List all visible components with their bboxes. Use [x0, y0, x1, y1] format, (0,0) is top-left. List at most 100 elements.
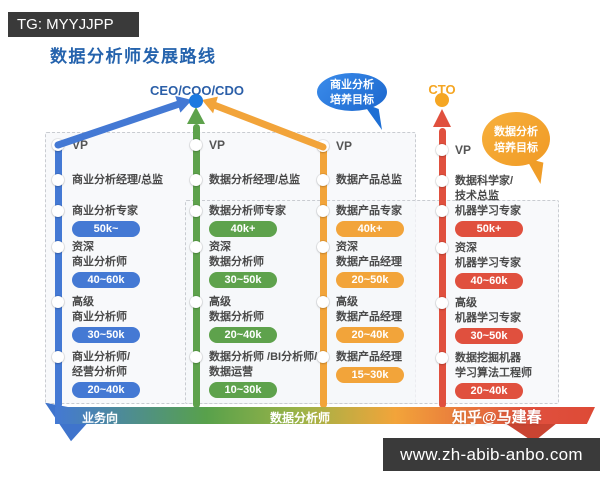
bubble-business-line2: 培养目标: [330, 94, 374, 106]
career-step-label: VP: [72, 138, 89, 152]
tg-handle-bar: TG: MYYJJPP: [8, 12, 139, 37]
career-step: VP: [209, 138, 225, 153]
step-node: [436, 297, 448, 309]
step-node: [190, 174, 202, 186]
career-step: 数据产品总监: [336, 173, 402, 188]
step-node: [52, 139, 64, 151]
step-node: [436, 175, 448, 187]
career-step-label: 商业分析经理/总监: [72, 174, 164, 186]
career-step: 数据分析师专家 40k+: [209, 204, 286, 237]
career-step-label: 资深: [209, 241, 231, 253]
bubble-data-line1: 数据分析: [494, 126, 538, 138]
career-step-label: 数据运营: [209, 366, 253, 378]
salary-badge: 30~50k: [455, 328, 523, 344]
career-step-label: 数据产品总监: [336, 174, 402, 186]
step-node: [52, 241, 64, 253]
arrowhead-ml-icon: [433, 109, 451, 127]
career-step-label: 商业分析师/: [72, 351, 131, 363]
career-step-label: VP: [455, 143, 472, 157]
career-step-label: 技术总监: [455, 190, 499, 202]
track-line-business-analysis: [54, 145, 62, 408]
page-title: 数据分析师发展路线: [50, 47, 217, 66]
ribbon-label-business: 业务向: [82, 411, 119, 425]
career-step-label: 数据分析师专家: [209, 205, 286, 217]
salary-badge: 20~40k: [72, 382, 140, 398]
salary-badge: 20~40k: [209, 327, 277, 343]
salary-badge: 20~50k: [336, 272, 404, 288]
step-node: [436, 205, 448, 217]
career-step: 数据挖掘机器学习算法工程师 20~40k: [455, 351, 532, 399]
cto-label: CTO: [428, 82, 456, 97]
career-step: VP: [336, 139, 352, 154]
salary-badge: 15~30k: [336, 367, 404, 383]
footer-url-label: www.zh-abib-anbo.com: [400, 445, 583, 464]
ceo-coo-cdo-label: CEO/COO/CDO: [150, 83, 244, 98]
salary-badge: 20~40k: [455, 383, 523, 399]
ribbon-label-data-analyst: 数据分析师: [270, 411, 331, 425]
author-watermark: 知乎@马建春: [452, 409, 542, 426]
step-node: [52, 351, 64, 363]
salary-badge: 30~50k: [72, 327, 140, 343]
bubble-business-analysis-goal: 商业分析 培养目标: [317, 73, 387, 111]
bubble-data-line2: 培养目标: [494, 142, 538, 154]
career-step-label: VP: [336, 139, 353, 153]
career-step: 数据科学家/技术总监: [455, 174, 513, 204]
step-node: [436, 144, 448, 156]
track-line-data-product: [319, 147, 327, 408]
career-step: 数据分析师 /BI分析师/数据运营 10~30k: [209, 350, 317, 398]
step-node: [52, 296, 64, 308]
step-node: [190, 139, 202, 151]
career-step: 商业分析经理/总监: [72, 173, 163, 188]
career-step-label: 数据产品经理: [336, 311, 402, 323]
step-node: [317, 174, 329, 186]
career-step-label: 数据产品经理: [336, 351, 402, 363]
bottom-gradient-ribbon: [55, 407, 595, 424]
career-step-label: 资深: [455, 242, 477, 254]
step-node: [317, 296, 329, 308]
step-node: [52, 205, 64, 217]
career-step-label: 高级: [72, 296, 94, 308]
bubble-business-line1: 商业分析: [330, 79, 374, 91]
career-step: 商业分析师/经营分析师 20~40k: [72, 350, 140, 398]
salary-badge: 20~40k: [336, 327, 404, 343]
career-step-label: 数据挖掘机器: [455, 352, 521, 364]
career-step-label: 数据分析经理/总监: [209, 174, 301, 186]
step-node: [317, 241, 329, 253]
salary-badge: 40k+: [209, 221, 277, 237]
career-step: 数据分析经理/总监: [209, 173, 300, 188]
career-step-label: 数据分析师: [209, 311, 264, 323]
salary-badge: 50k+: [455, 221, 523, 237]
bubble-data-analysis-goal: 数据分析 培养目标: [482, 112, 550, 166]
career-step-label: 机器学习专家: [455, 257, 521, 269]
arrowhead-product-icon: [202, 96, 218, 114]
career-step: VP: [455, 143, 471, 158]
salary-badge: 40~60k: [72, 272, 140, 288]
career-step-label: 经营分析师: [72, 366, 127, 378]
career-step: 资深机器学习专家 40~60k: [455, 241, 523, 289]
career-step-label: 数据分析师 /BI分析师/: [209, 351, 318, 363]
arrowhead-analysis-icon: [187, 107, 205, 124]
salary-badge: 40~60k: [455, 273, 523, 289]
career-step-label: 资深: [72, 241, 94, 253]
footer-url-bar: www.zh-abib-anbo.com: [383, 438, 600, 471]
career-step-label: 学习算法工程师: [455, 367, 532, 379]
step-node: [52, 174, 64, 186]
salary-badge: 10~30k: [209, 382, 277, 398]
career-step-label: 数据产品经理: [336, 256, 402, 268]
step-node: [436, 242, 448, 254]
step-node: [190, 241, 202, 253]
career-step-label: 高级: [455, 297, 477, 309]
career-step-label: 高级: [336, 296, 358, 308]
salary-badge: 40k+: [336, 221, 404, 237]
career-step-label: 资深: [336, 241, 358, 253]
arrowhead-business-icon: [175, 95, 192, 113]
step-node: [190, 205, 202, 217]
career-step-label: 数据科学家/: [455, 175, 514, 187]
step-node: [317, 205, 329, 217]
career-step: 数据产品经理 15~30k: [336, 350, 404, 383]
